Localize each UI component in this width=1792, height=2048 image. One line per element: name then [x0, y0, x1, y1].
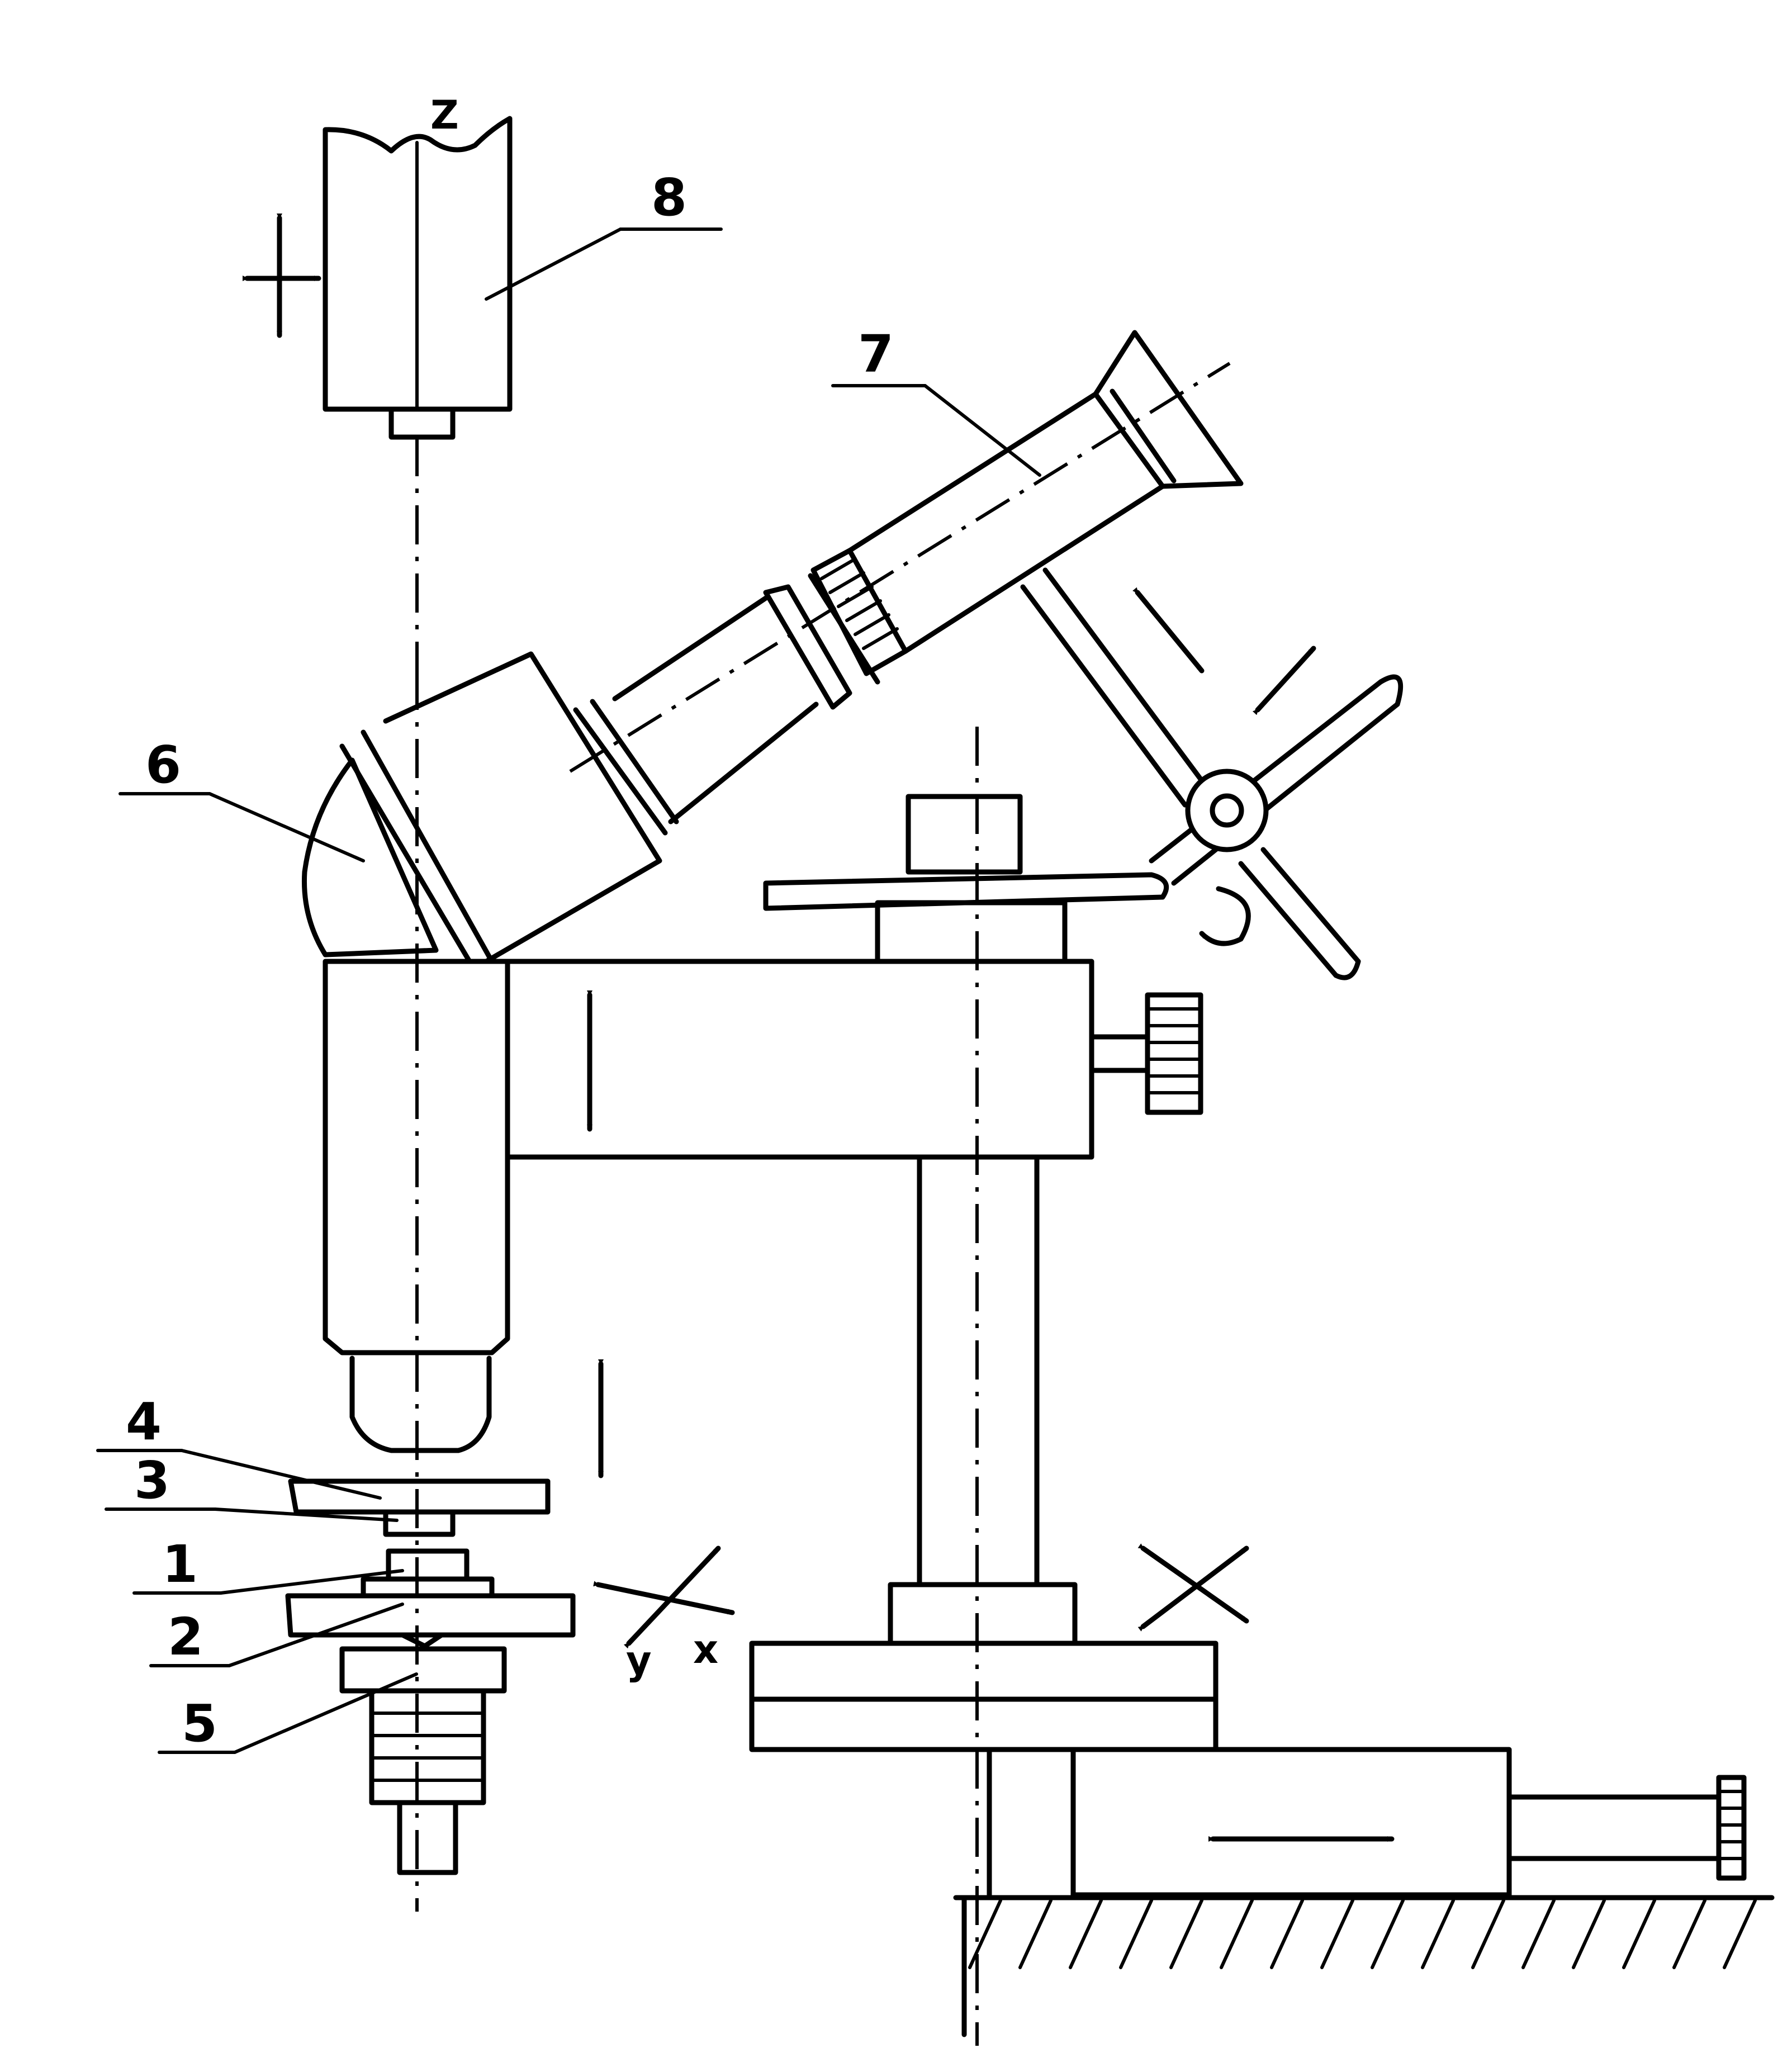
vertical-tube — [323, 671, 604, 1912]
component-6-head — [302, 651, 679, 964]
adjustment-wheel[interactable] — [1185, 769, 1269, 946]
column — [749, 727, 1249, 2046]
label-2: 2 — [168, 1607, 203, 1667]
axis-label-y: y — [626, 1638, 652, 1684]
label-6: 6 — [145, 735, 181, 795]
tilt-arrows — [1132, 587, 1316, 715]
label-1: 1 — [162, 1534, 198, 1594]
ground — [953, 1895, 1775, 2037]
label-7: 7 — [858, 324, 894, 384]
base-slide — [987, 1747, 1747, 1898]
label-8: 8 — [651, 168, 687, 227]
axis-label-z: Z — [430, 92, 459, 138]
tilt-arm — [1020, 567, 1404, 980]
horizontal-arm — [505, 959, 1203, 1160]
label-3: 3 — [134, 1450, 170, 1510]
component-8-detector — [243, 116, 513, 671]
label-5: 5 — [182, 1694, 217, 1753]
axis-label-x: x — [693, 1627, 718, 1672]
component-7-eyepiece — [569, 330, 1244, 824]
column-top-plate — [763, 794, 1169, 964]
label-4: 4 — [126, 1392, 162, 1452]
leader-lines — [96, 227, 1041, 1754]
sample-stack — [285, 1478, 735, 1875]
